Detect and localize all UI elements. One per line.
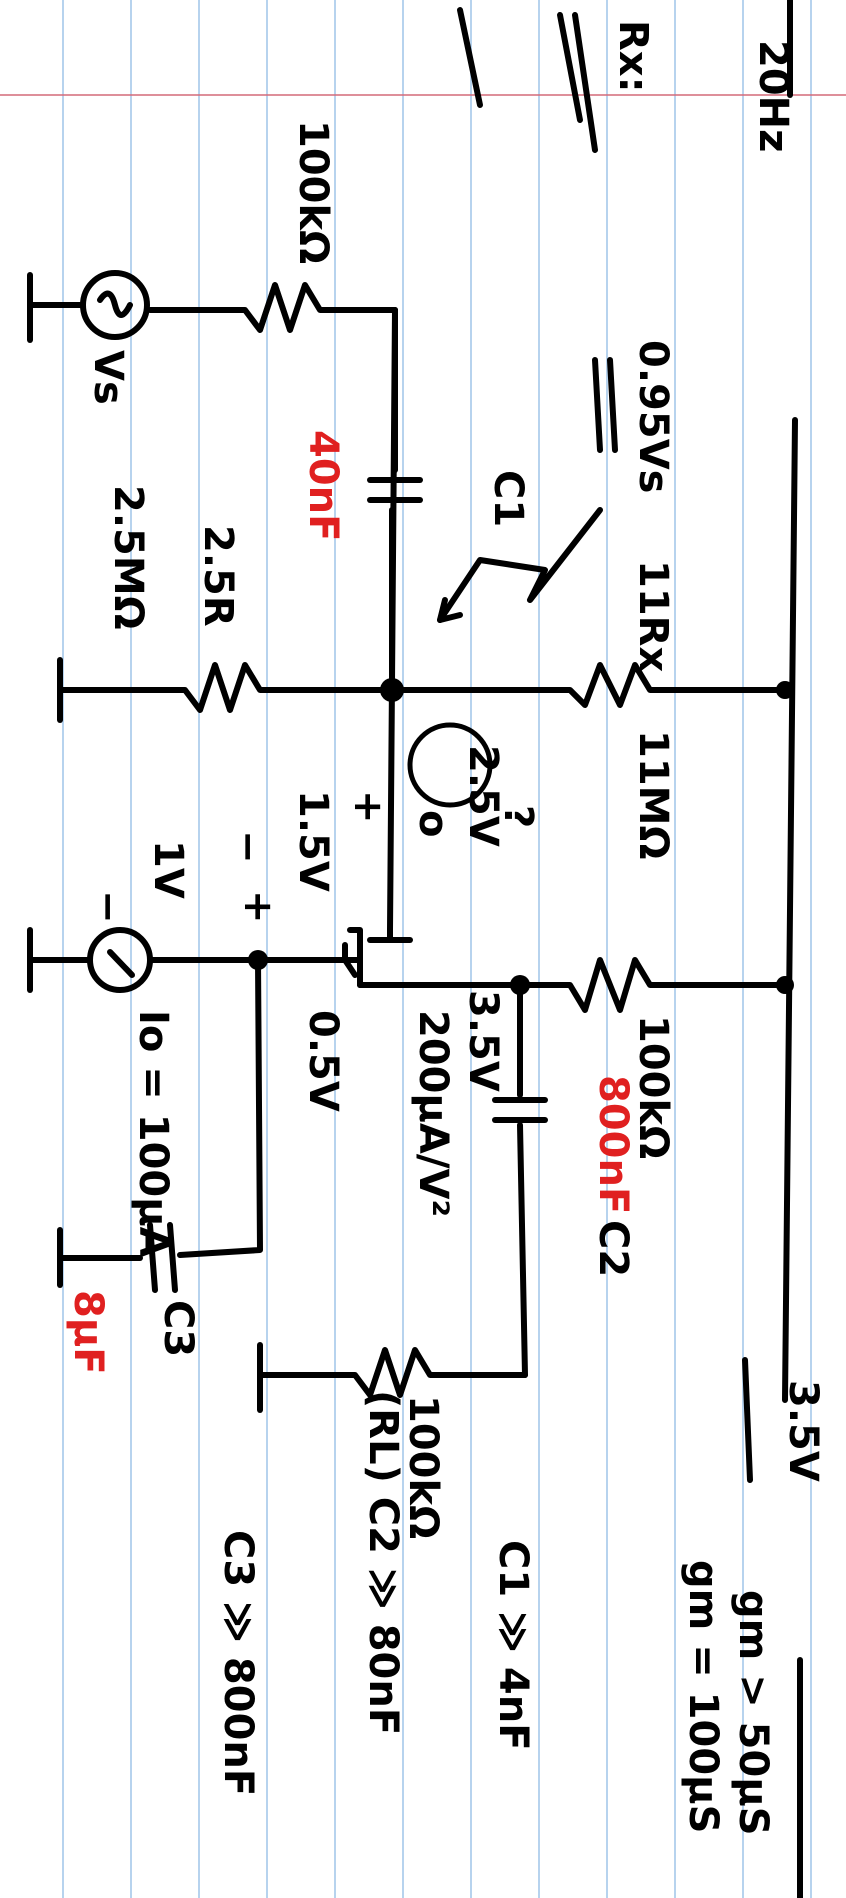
- r-drain-label: 100kΩ: [630, 1015, 676, 1159]
- double-slash: [592, 357, 618, 453]
- source-voltage-label: 0.5V: [300, 1010, 346, 1112]
- gm-condition-2: gm = 100μS: [680, 1560, 726, 1833]
- c1-label: C1: [485, 470, 531, 527]
- r-bias-bot: [57, 657, 393, 723]
- capacitor-c1: [367, 307, 423, 693]
- rx-label: Rx:: [610, 20, 656, 93]
- vs-source: [27, 270, 150, 343]
- r-bias-top-label: 11MΩ: [630, 730, 676, 859]
- r-bias-bot-par-label: 2.5R: [195, 525, 241, 627]
- vdd-rail: [782, 417, 798, 1403]
- gm-condition-1: gm > 50μS: [730, 1590, 776, 1836]
- gate-voltage-label: 2.5V: [460, 745, 506, 847]
- r-source-label: 100kΩ: [290, 120, 336, 264]
- gate-question-label: ?: [495, 805, 541, 828]
- c3-label: C3: [155, 1300, 201, 1357]
- r-bias-top-par-label: 11Rx: [630, 560, 676, 672]
- vgs-label: 1.5V: [290, 790, 336, 892]
- io-minus-label: −: [85, 890, 131, 924]
- io-v-label: 1V: [145, 840, 191, 899]
- vs-label: Vs: [85, 350, 131, 405]
- k-label: 200μA/V²: [410, 1010, 456, 1217]
- r-load: [257, 1342, 528, 1413]
- io-source: [27, 927, 261, 993]
- capacitor-c2: [492, 982, 548, 1378]
- freq-label: 20Hz: [750, 40, 796, 152]
- c2-condition: (RL) C2 ≫ 80nF: [360, 1390, 406, 1735]
- vdd-node-dot-2: [776, 976, 794, 994]
- c3-value-label: 8μF: [65, 1290, 111, 1375]
- c1-value-label: 40nF: [300, 430, 346, 541]
- capacitor-c3: [57, 957, 263, 1293]
- r-bias-bot-label: 2.5MΩ: [105, 485, 151, 630]
- feedback-arrow: [437, 507, 603, 623]
- r-load-label: 100kΩ: [400, 1395, 446, 1539]
- vdd-node-dot-1: [776, 681, 794, 699]
- gate-suffix-label: o: [410, 810, 456, 837]
- c1-condition: C1 ≫ 4nF: [490, 1540, 536, 1751]
- header-underline-2: [572, 12, 598, 153]
- r-bias-top: [387, 662, 788, 708]
- drain-voltage-label: 3.5V: [460, 990, 506, 1092]
- vgs-plus-label: +: [345, 790, 391, 824]
- vgs-minus-label: −: [225, 830, 271, 864]
- header-underline-1: [557, 12, 583, 123]
- r-drain: [522, 957, 788, 1013]
- vout-fraction-label: 0.95Vs: [630, 340, 676, 493]
- vdd-label: 3.5V: [780, 1380, 826, 1482]
- r-source: [147, 282, 398, 333]
- mosfet: [342, 927, 523, 988]
- c2-value-label: 800nF: [590, 1075, 636, 1214]
- io-label: Io = 100μA: [130, 1010, 176, 1258]
- io-plus-label: +: [235, 890, 281, 924]
- vdd-label-underline: [742, 1357, 753, 1483]
- c3-condition: C3 ≫ 800nF: [215, 1530, 261, 1796]
- rx-underline: [457, 7, 483, 108]
- gate-voltage-circle: [407, 722, 493, 808]
- c2-label: C2: [590, 1220, 636, 1277]
